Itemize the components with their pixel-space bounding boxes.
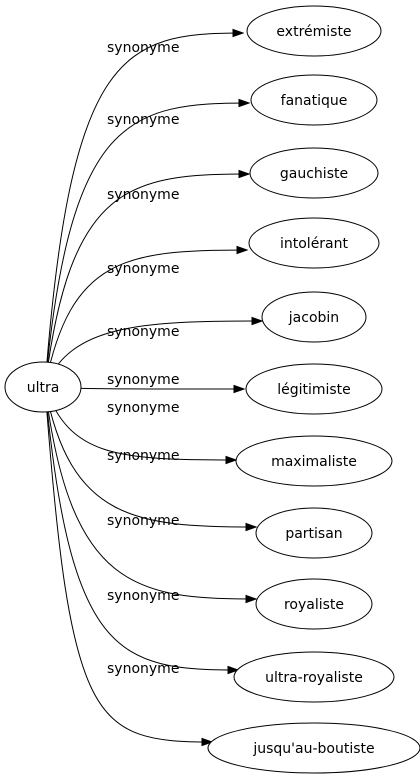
edge-extremiste [44, 32, 244, 388]
node-ellipse [207, 722, 420, 774]
edge-ultra-royaliste [44, 386, 239, 671]
edge-label: synonyme [107, 588, 179, 604]
edge-label: synonyme [107, 661, 179, 677]
node-ellipse [249, 147, 379, 199]
node-jacobin: jacobin [261, 291, 367, 343]
arrowhead-icon [232, 28, 245, 38]
node-ellipse [250, 74, 378, 126]
edge-label: synonyme [107, 187, 179, 203]
node-label: jacobin [288, 310, 339, 326]
arrowhead-icon [233, 384, 246, 394]
node-ellipse [248, 217, 380, 269]
node-ellipse [261, 291, 367, 343]
node-ellipse [255, 578, 373, 630]
node-ellipse [235, 435, 393, 487]
node-label: gauchiste [280, 166, 348, 182]
node-ellipse [233, 651, 395, 703]
node-label: partisan [285, 526, 342, 542]
node-legitimiste: légitimiste [245, 363, 383, 415]
node-label: légitimiste [277, 382, 351, 398]
arrowhead-icon [201, 737, 214, 747]
node-maximaliste: maximaliste [235, 435, 393, 487]
arrowhead-icon [245, 594, 258, 604]
edge-labels: synonyme synonyme synonyme synonyme syno… [107, 40, 179, 677]
arrowhead-icon [245, 522, 258, 532]
edge-intolerant [44, 249, 248, 388]
node-royaliste: royaliste [255, 578, 373, 630]
node-ellipse [255, 507, 373, 559]
node-jusquauboutiste: jusqu'au-boutiste [207, 722, 420, 774]
synonym-nodes: extrémiste fanatique gauchiste intoléran… [207, 5, 420, 774]
root-node-ellipse [4, 361, 82, 413]
edge-royaliste [44, 386, 257, 600]
edge-jusquauboutiste [44, 386, 213, 743]
arrowhead-icon [236, 245, 249, 255]
root-node: ultra [4, 361, 82, 413]
edge-label: synonyme [107, 400, 179, 416]
node-label: fanatique [281, 93, 348, 109]
edge-partisan [44, 386, 257, 528]
arrowhead-icon [238, 98, 251, 108]
root-node-label: ultra [27, 380, 60, 396]
edge-label: synonyme [107, 372, 179, 388]
arrowheads [201, 28, 264, 747]
node-ellipse [245, 363, 383, 415]
edge-fanatique [44, 102, 250, 388]
edge-gauchiste [44, 173, 250, 388]
node-ellipse [246, 5, 382, 57]
edge-label: synonyme [107, 448, 179, 464]
node-ultra-royaliste: ultra-royaliste [233, 651, 395, 703]
edge-label: synonyme [107, 40, 179, 56]
edge-label: synonyme [107, 324, 179, 340]
node-label: royaliste [284, 597, 344, 613]
node-fanatique: fanatique [250, 74, 378, 126]
edge-label: synonyme [107, 261, 179, 277]
node-label: intolérant [280, 236, 349, 252]
node-label: extrémiste [276, 24, 351, 40]
node-gauchiste: gauchiste [249, 147, 379, 199]
arrowhead-icon [251, 316, 264, 326]
node-label: jusqu'au-boutiste [252, 741, 374, 757]
arrowhead-icon [227, 665, 240, 675]
node-label: ultra-royaliste [265, 670, 363, 686]
arrowhead-icon [225, 455, 238, 465]
edge-label: synonyme [107, 513, 179, 529]
arrowhead-icon [238, 169, 251, 179]
node-partisan: partisan [255, 507, 373, 559]
node-label: maximaliste [271, 454, 357, 470]
node-intolerant: intolérant [248, 217, 380, 269]
edge-label: synonyme [107, 112, 179, 128]
node-extremiste: extrémiste [246, 5, 382, 57]
